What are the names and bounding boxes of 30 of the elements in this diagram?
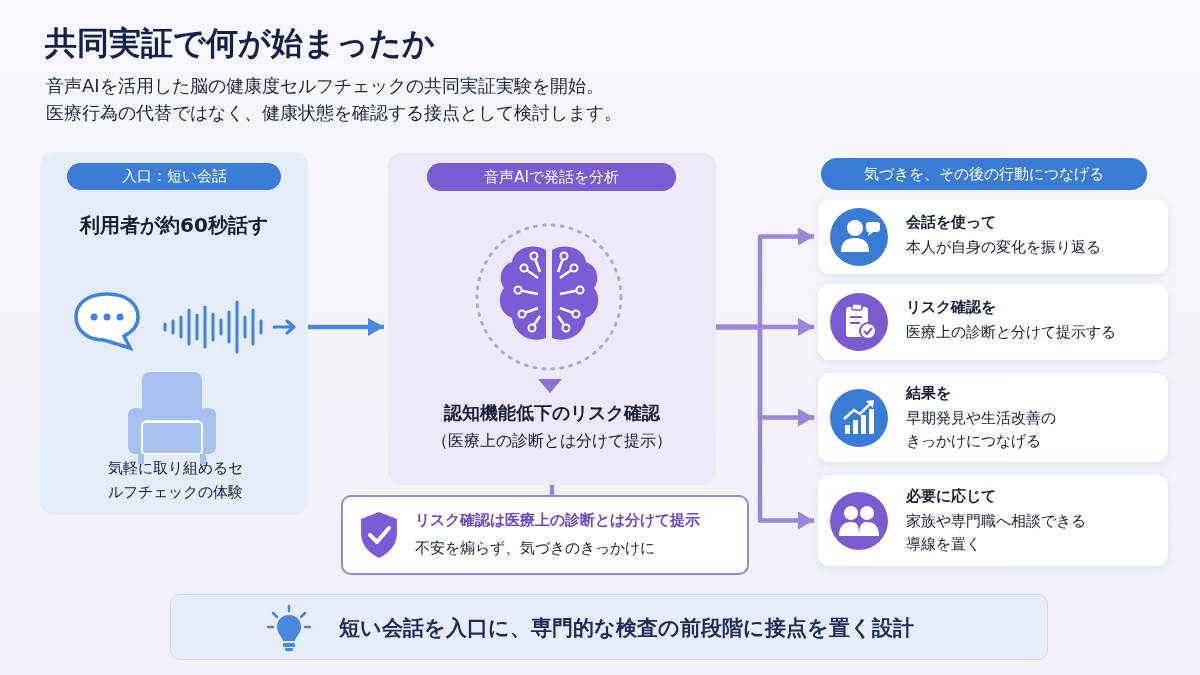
note-box: [341, 495, 749, 575]
card-heading: 必要に応じて: [906, 486, 996, 506]
action-card: [818, 475, 1168, 566]
subtitle-text: 医療行為の代替ではなく、健康状態を確認する接点として検討します。: [46, 101, 622, 125]
summary-text: 短い会話を入口に、専門的な検査の前段階に接点を置く設計: [339, 615, 914, 642]
section-heading: 気づきを、その後の行動につなげる: [821, 158, 1147, 190]
note-heading: リスク確認は医療上の診断とは分けて提示: [415, 511, 700, 530]
card-text: 家族や専門職へ相談できる導線を置く: [906, 510, 1087, 555]
subtitle-text: 音声AIを活用した脳の健康度セルフチェックの共同実証実験を開始。: [46, 74, 604, 98]
card-heading: リスク確認を: [906, 298, 996, 317]
analysis-panel: [388, 153, 716, 485]
section-heading: 入口：短い会話: [67, 163, 281, 190]
arrow: [716, 324, 814, 530]
title: 共同実証で何が始まったか: [45, 23, 435, 64]
action-card: [818, 199, 1168, 274]
action-card: [818, 373, 1168, 462]
arrow: [308, 318, 384, 336]
action-card: [818, 284, 1168, 360]
section-heading: 音声AIで発話を分析: [427, 163, 676, 191]
note-text: 不安を煽らず、気づきのきっかけに: [415, 539, 655, 558]
main-text: 利用者が約60秒話す: [78, 212, 269, 239]
card-text: 早期発見や生活改善のきっかけにつなげる: [906, 407, 1057, 452]
input-panel: [40, 152, 308, 515]
summary-banner: [170, 594, 1048, 660]
card-heading: 結果を: [906, 383, 951, 403]
card-text: 医療上の診断と分けて提示する: [906, 322, 1116, 343]
card-text: 本人が自身の変化を振り返る: [906, 236, 1101, 258]
note-text: （医療上の診断とは分けて提示）: [431, 431, 673, 452]
card-heading: 会話を使って: [906, 212, 996, 232]
result-text: 認知機能低下のリスク確認: [443, 401, 662, 425]
